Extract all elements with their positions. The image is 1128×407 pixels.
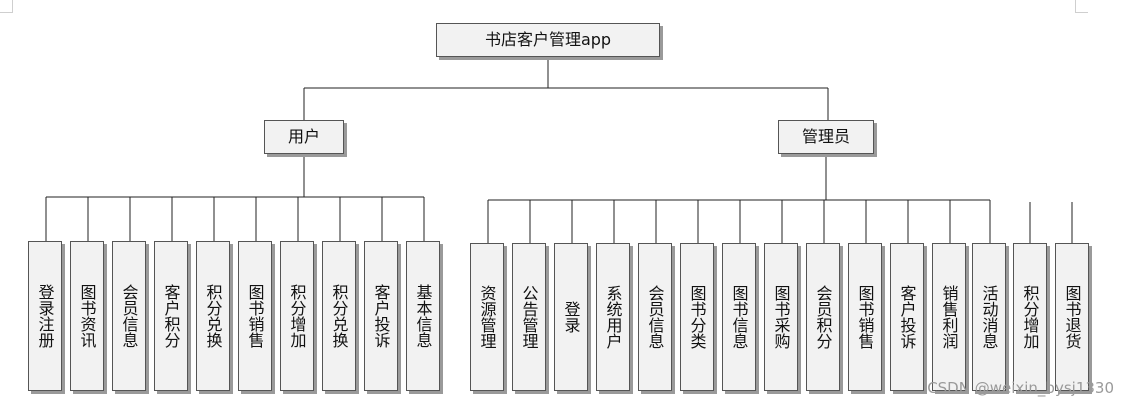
admin-item: 图书信息: [722, 243, 756, 391]
admin-item: 图书分类: [680, 243, 714, 391]
admin-item-label: 资源管理: [477, 285, 497, 349]
root-node: 书店客户管理app: [436, 23, 660, 57]
user-item-label: 会员信息: [119, 284, 139, 348]
admin-item-label: 活动消息: [979, 285, 999, 349]
admin-item: 客户投诉: [890, 243, 924, 391]
admin-item-label: 图书分类: [687, 285, 707, 349]
crop-mark-top-left: [0, 0, 13, 13]
admin-item-label: 图书销售: [855, 285, 875, 349]
admin-item-label: 图书采购: [771, 285, 791, 349]
crop-mark-top-right: [1075, 0, 1088, 13]
watermark: CSDN @weixin_bysj1330: [927, 379, 1114, 397]
admin-item-label: 积分增加: [1020, 285, 1040, 349]
admin-item: 图书退货: [1055, 243, 1089, 391]
user-item: 图书资讯: [70, 241, 104, 391]
user-item: 客户投诉: [364, 241, 398, 391]
admin-item: 会员信息: [638, 243, 672, 391]
admin-item: 资源管理: [470, 243, 504, 391]
admin-label: 管理员: [801, 127, 850, 146]
user-item-label: 图书资讯: [77, 284, 97, 348]
user-item: 积分兑换: [196, 241, 230, 391]
user-item: 会员信息: [112, 241, 146, 391]
admin-item: 图书采购: [764, 243, 798, 391]
admin-item-label: 系统用户: [603, 285, 623, 349]
admin-item: 系统用户: [596, 243, 630, 391]
user-item-label: 积分增加: [287, 284, 307, 348]
admin-item-label: 图书退货: [1062, 285, 1082, 349]
user-item-label: 基本信息: [413, 284, 433, 348]
admin-item-label: 登录: [561, 301, 581, 333]
user-item: 基本信息: [406, 241, 440, 391]
admin-item: 登录: [554, 243, 588, 391]
admin-item-label: 图书信息: [729, 285, 749, 349]
user-item-label: 客户投诉: [371, 284, 391, 348]
user-item: 积分增加: [280, 241, 314, 391]
admin-item-label: 客户投诉: [897, 285, 917, 349]
admin-item: 图书销售: [848, 243, 882, 391]
admin-item: 积分增加: [1013, 243, 1047, 391]
admin-item-label: 销售利润: [939, 285, 959, 349]
admin-item: 活动消息: [972, 243, 1006, 391]
user-item-label: 积分兑换: [203, 284, 223, 348]
admin-item: 会员积分: [806, 243, 840, 391]
user-node: 用户: [264, 120, 344, 154]
admin-node: 管理员: [778, 120, 874, 154]
root-label: 书店客户管理app: [484, 30, 612, 49]
admin-item-label: 公告管理: [519, 285, 539, 349]
admin-item: 公告管理: [512, 243, 546, 391]
user-item-label: 图书销售: [245, 284, 265, 348]
user-item-label: 登录注册: [35, 284, 55, 348]
user-item: 客户积分: [154, 241, 188, 391]
admin-item-label: 会员信息: [645, 285, 665, 349]
user-item: 图书销售: [238, 241, 272, 391]
user-label: 用户: [287, 127, 320, 146]
user-item-label: 客户积分: [161, 284, 181, 348]
admin-item-label: 会员积分: [813, 285, 833, 349]
admin-item: 销售利润: [932, 243, 966, 391]
user-item: 积分兑换: [322, 241, 356, 391]
user-item-label: 积分兑换: [329, 284, 349, 348]
user-item: 登录注册: [28, 241, 62, 391]
